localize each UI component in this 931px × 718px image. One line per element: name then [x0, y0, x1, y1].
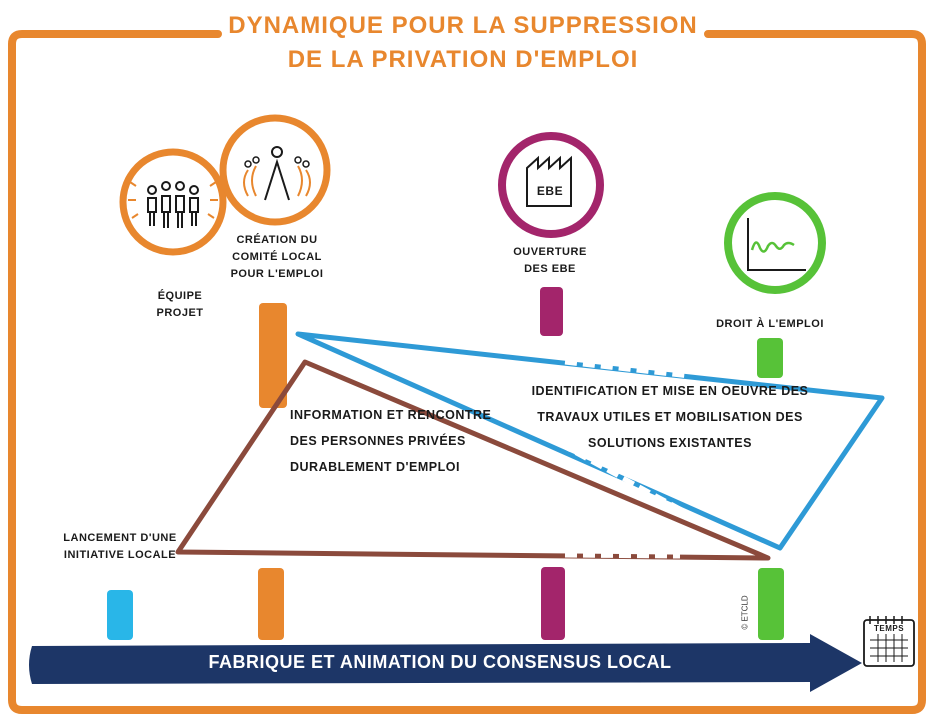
bar-green-upper: [757, 338, 783, 378]
bar-purple-upper: [540, 287, 563, 336]
consensus-arrow: [29, 634, 862, 692]
bar-green-lower: [758, 568, 784, 640]
blue-triangle-text: Identification et mise en oeuvre des tra…: [531, 384, 809, 450]
brown-triangle-text: Information et rencontre des personnes p…: [290, 408, 492, 474]
ebe-label: EBE: [536, 184, 564, 198]
factory-icon: [498, 132, 604, 238]
bar-purple-lower: [541, 567, 565, 640]
label-droit-emploi: Droit à l'emploi: [716, 318, 824, 330]
arrow-label: Fabrique et animation du consensus local: [208, 652, 672, 672]
label-lancement: Lancement d'une initiative locale: [63, 532, 177, 561]
temps-label: Temps: [873, 624, 905, 633]
committee-icon: [219, 114, 331, 226]
team-icon: [119, 148, 227, 256]
label-comite-local: Création du comité local pour l'emploi: [230, 234, 324, 280]
brown-triangle: [175, 359, 771, 561]
bar-cyan-lower: [107, 590, 133, 640]
label-ouverture-ebe: Ouverture des EBE: [513, 246, 587, 275]
label-equipe-projet: Équipe projet: [156, 290, 204, 319]
bar-orange-lower: [258, 568, 284, 640]
calendar-icon: [863, 616, 915, 667]
credit-text: © ETCLD: [740, 595, 750, 630]
frame-border: [8, 30, 926, 714]
diagram-title-line1: Dynamique pour la suppression: [228, 12, 698, 39]
chart-growth-icon: [724, 192, 826, 294]
bar-orange-upper: [259, 303, 287, 408]
diagram-title-line2: de la privation d'emploi: [287, 46, 639, 73]
